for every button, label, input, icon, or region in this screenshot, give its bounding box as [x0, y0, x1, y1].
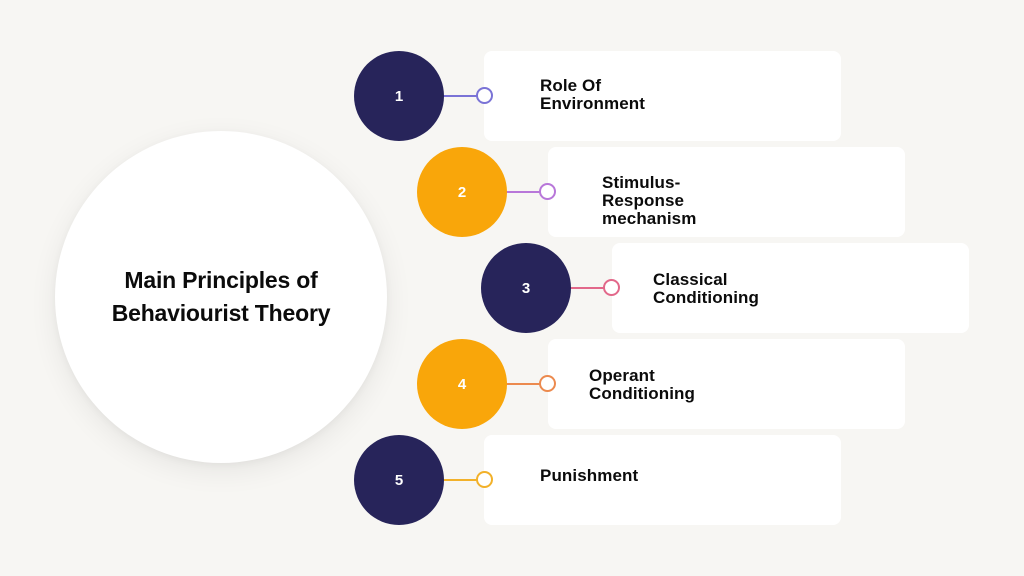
- principle-card: [484, 435, 841, 525]
- principle-card: [548, 339, 905, 429]
- step-number-circle: 4: [417, 339, 507, 429]
- step-number: 2: [457, 183, 467, 201]
- connector-line: [442, 479, 480, 481]
- label-line-2: Conditioning: [653, 288, 759, 307]
- label-line-2: Environment: [540, 94, 646, 113]
- step-number: 4: [457, 375, 467, 393]
- connector-line: [505, 191, 543, 193]
- label-line-1: Operant: [589, 366, 655, 385]
- connector-node: [539, 375, 556, 392]
- connector-line: [505, 383, 543, 385]
- step-number-circle: 1: [354, 51, 444, 141]
- principle-label: Stimulus-Response mechanism: [602, 174, 696, 228]
- principle-label: Role Of Environment: [540, 77, 645, 113]
- connector-node: [539, 183, 556, 200]
- principle-card: [548, 147, 905, 237]
- connector-node: [476, 87, 493, 104]
- step-number-circle: 5: [354, 435, 444, 525]
- step-number: 1: [394, 87, 404, 105]
- label-line-1: Classical: [653, 270, 728, 289]
- label-line-2: Conditioning: [589, 384, 695, 403]
- step-number: 3: [521, 279, 531, 297]
- central-topic-circle: Main Principles of Behaviourist Theory: [55, 131, 387, 463]
- principle-label: Classical Conditioning: [653, 271, 759, 307]
- connector-line: [569, 287, 607, 289]
- step-number-circle: 2: [417, 147, 507, 237]
- principle-card: [612, 243, 969, 333]
- label-line-1: Punishment: [540, 466, 639, 485]
- label-line-1: Stimulus-Response: [602, 173, 685, 210]
- connector-node: [476, 471, 493, 488]
- principle-card: [484, 51, 841, 141]
- diagram-title: Main Principles of Behaviourist Theory: [111, 267, 331, 326]
- label-line-1: Role Of: [540, 76, 602, 95]
- connector-line: [442, 95, 480, 97]
- step-number-circle: 3: [481, 243, 571, 333]
- label-line-2: mechanism: [602, 209, 697, 228]
- principle-label: Punishment: [540, 467, 638, 485]
- step-number: 5: [394, 471, 404, 489]
- principle-label: Operant Conditioning: [589, 367, 695, 403]
- connector-node: [603, 279, 620, 296]
